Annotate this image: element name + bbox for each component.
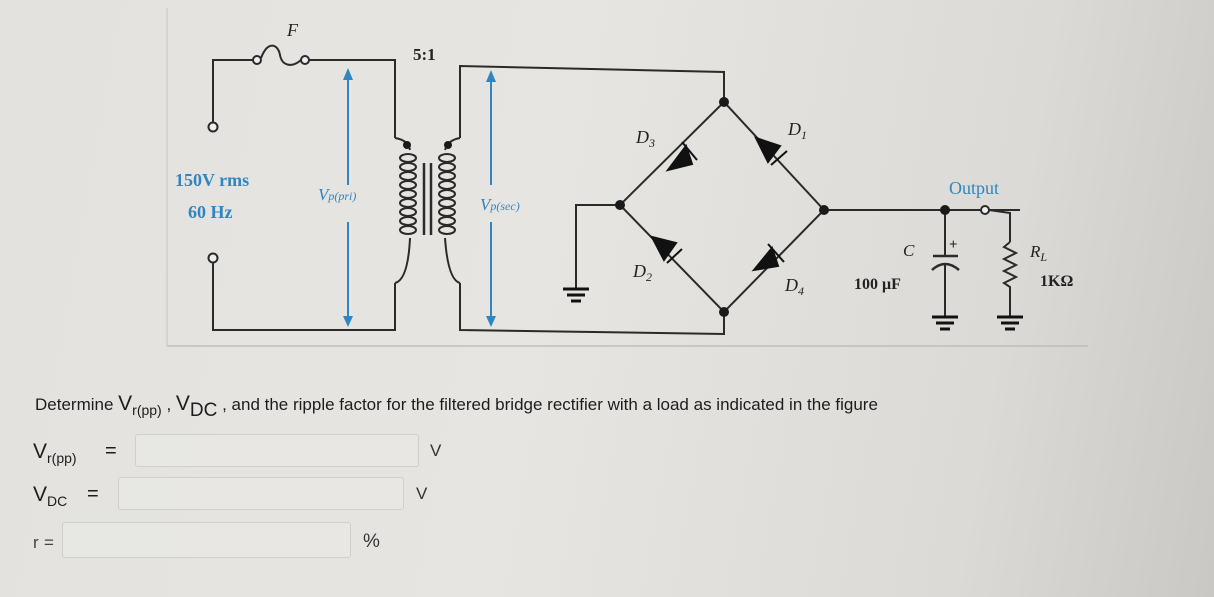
fuse-icon: [260, 44, 302, 66]
vr-input[interactable]: [135, 434, 419, 467]
ripple-equals: =: [44, 533, 54, 552]
vdc-unit: V: [416, 484, 428, 503]
question-text: Determine Vr(pp) , VDC , and the ripple …: [35, 392, 878, 421]
secondary-dot: [444, 141, 452, 149]
output-label: Output: [949, 178, 1000, 198]
d2-sub: 2: [646, 270, 652, 284]
question-prefix: Determine: [35, 395, 119, 414]
load-value-label: 1KΩ: [1040, 273, 1074, 290]
source-top-terminal: [207, 121, 219, 133]
bridge-ground-wire: [575, 204, 620, 288]
vr-label: Vr(pp): [33, 440, 77, 466]
load-name-sub: L: [1040, 250, 1048, 264]
fuse-right-terminal: [300, 55, 310, 65]
question-suffix: , and the ripple factor for the filtered…: [217, 395, 878, 414]
load-name-label: RL: [1030, 242, 1047, 263]
vdc-label: VDC: [33, 483, 68, 509]
secondary-voltage-main: V: [480, 195, 491, 214]
source-voltage-label: 150V rms: [175, 170, 250, 190]
secondary-voltage-sub: p(sec): [490, 199, 520, 213]
load-name-main: R: [1030, 242, 1041, 261]
primary-voltage-main: V: [318, 185, 329, 204]
diode-d2-icon: [650, 235, 683, 264]
secondary-voltage-label: Vp(sec): [480, 196, 520, 213]
d3-sub: 3: [649, 136, 655, 150]
question-vr-sub: r(pp): [132, 402, 162, 418]
source-bottom-terminal: [207, 252, 219, 264]
fuse-left-terminal: [252, 55, 262, 65]
primary-bottom-wire: [212, 263, 396, 331]
vr-equals: =: [105, 440, 117, 462]
secondary-bottom-wire: [459, 283, 725, 336]
bridge-right-node: [819, 205, 829, 215]
secondary-voltage-arrow-icon: [486, 70, 496, 327]
bridge-bottom-node: [719, 307, 729, 317]
source-frequency-label: 60 Hz: [188, 202, 233, 222]
question-vr-main: V: [118, 392, 133, 415]
diode-d1-icon: [754, 136, 788, 166]
primary-dot: [403, 141, 411, 149]
d4-sub: 4: [798, 284, 804, 298]
diode-d4-label: D4: [785, 275, 804, 297]
fuse-label: F: [287, 20, 298, 40]
d2-main: D: [633, 261, 646, 281]
diode-d4-icon: [751, 243, 785, 272]
capacitor-value-label: 100 μF: [854, 276, 901, 293]
capacitor-name-label: C: [903, 241, 915, 260]
ground-icons: [563, 287, 1023, 331]
d4-main: D: [785, 275, 798, 295]
output-terminal: [980, 205, 990, 215]
primary-top-wire: [309, 59, 396, 138]
ripple-input[interactable]: [62, 522, 351, 558]
diode-d3-label: D3: [636, 127, 655, 149]
ripple-label: r: [33, 533, 39, 552]
diode-d3-icon: [665, 141, 698, 172]
question-vdc-main: V: [175, 392, 190, 415]
vdc-label-sub: DC: [47, 493, 68, 509]
primary-voltage-label: Vp(pri): [318, 186, 356, 203]
d1-sub: 1: [801, 128, 807, 142]
vdc-label-main: V: [33, 483, 48, 506]
question-separator: ,: [161, 395, 176, 414]
source-top-wire: [212, 59, 255, 122]
secondary-top-wire: [459, 64, 725, 138]
d3-main: D: [636, 127, 649, 147]
output-node: [940, 205, 950, 215]
diode-d1-label: D1: [788, 119, 807, 141]
circuit-figure: F 5:1 150V rms 60 Hz Vp(pri) Vp(sec) D1 …: [166, 8, 1088, 347]
resistor-icon: [1001, 241, 1019, 316]
vr-label-main: V: [33, 440, 48, 463]
ripple-unit: %: [363, 531, 380, 552]
circuit-diagram: [166, 8, 1088, 347]
diode-d2-label: D2: [633, 261, 652, 283]
d1-main: D: [788, 119, 801, 139]
bridge-top-node: [719, 97, 729, 107]
capacitor-polarity-label: +: [949, 237, 958, 253]
vr-unit: V: [430, 441, 442, 460]
ground-icon-load: [997, 315, 1023, 331]
vdc-equals: =: [87, 483, 99, 505]
bridge-left-node: [615, 200, 625, 210]
ground-icon-bridge: [563, 287, 589, 303]
turns-ratio-label: 5:1: [413, 45, 436, 64]
vdc-input[interactable]: [118, 477, 404, 510]
primary-voltage-sub: p(pri): [328, 189, 357, 203]
secondary-coil-icon: [438, 153, 456, 235]
vr-label-sub: r(pp): [47, 450, 77, 466]
primary-coil-icon: [399, 153, 417, 235]
primary-voltage-arrow-icon: [343, 68, 353, 327]
ground-icon-capacitor: [932, 315, 958, 331]
question-vdc-sub: DC: [189, 400, 218, 421]
